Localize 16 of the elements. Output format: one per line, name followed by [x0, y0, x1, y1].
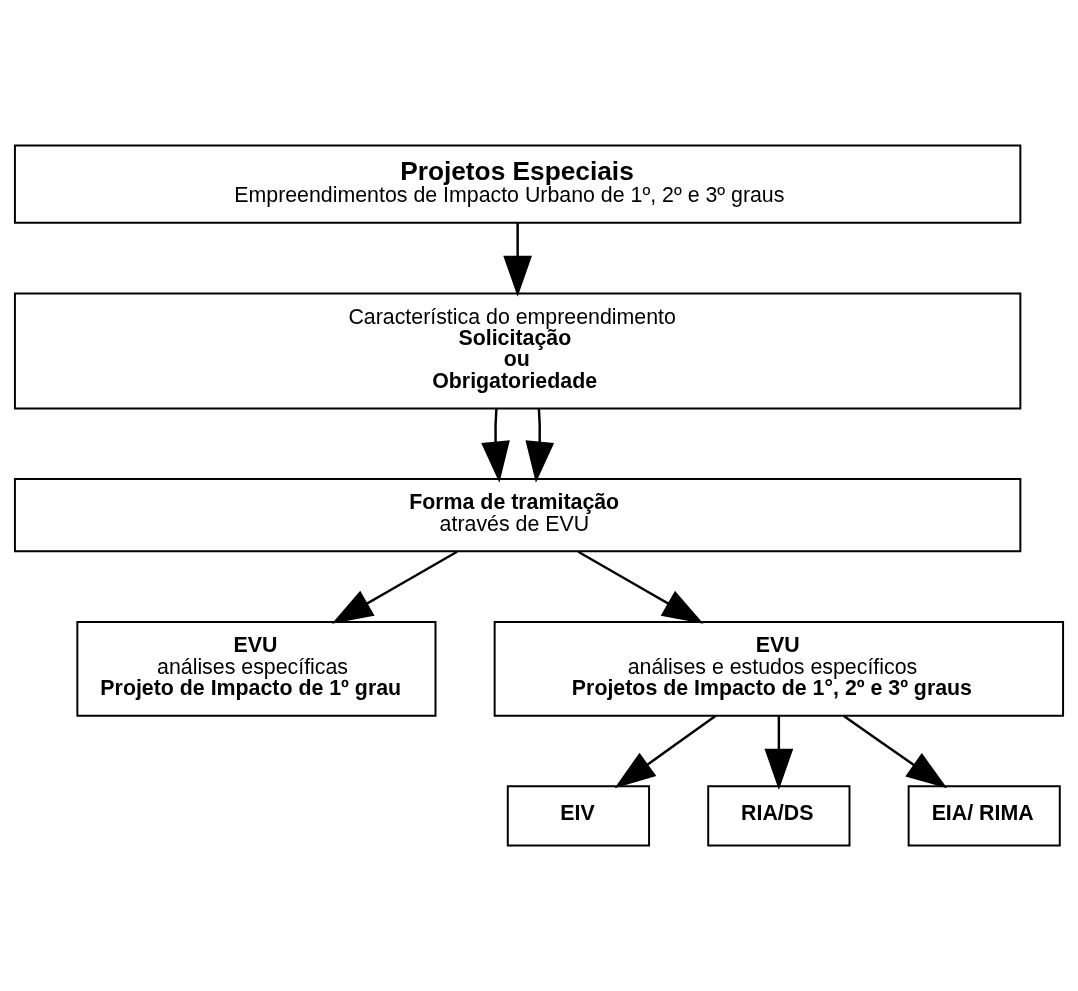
arrow [614, 714, 717, 789]
arrow [525, 408, 555, 483]
arrow [503, 222, 533, 297]
arrow [481, 408, 510, 483]
node-box: EVU análises específicas Projeto de Impacto de 1º grau [76, 621, 437, 717]
node-box: EIA/ RIMA [907, 785, 1061, 847]
arrow [331, 550, 458, 624]
node-box: EVU análises e estudos específicos Projetos de Impacto de 1°, 2º e 3º graus [493, 621, 1065, 717]
node-box: EIV [506, 785, 651, 847]
arrow [764, 715, 794, 790]
node-box: Projetos Especiais Empreendimentos de Impacto Urbano de 1º, 2º e 3º graus [13, 144, 1022, 224]
arrow [843, 714, 948, 789]
node-box: RIA/DS [707, 785, 851, 847]
node-box: Característica do empreendimento Solicitação ou Obrigatoriedade [13, 292, 1022, 410]
arrow [577, 550, 704, 624]
node-box: Forma de tramitação através de EVU [13, 478, 1022, 553]
